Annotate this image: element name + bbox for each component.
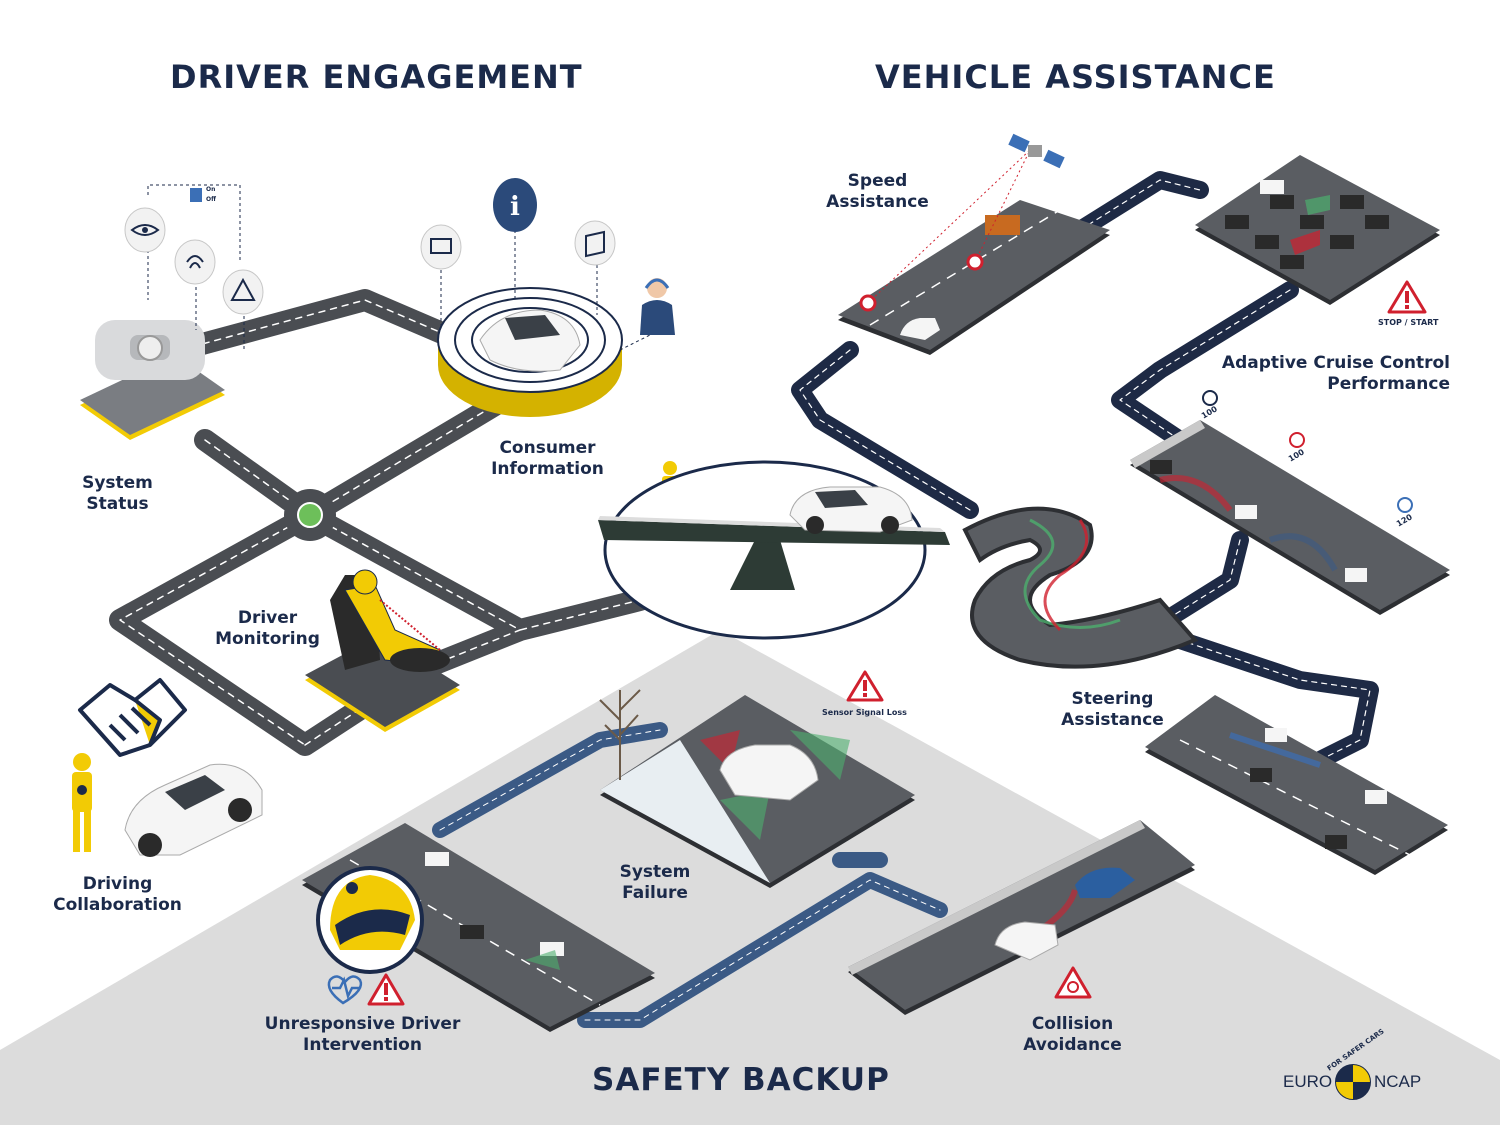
label-sensor-signal-loss: Sensor Signal Loss xyxy=(822,708,907,717)
car-driving-collaboration xyxy=(124,763,263,857)
heading-safety-backup: SAFETY BACKUP xyxy=(592,1062,890,1098)
eye-icon xyxy=(124,207,166,253)
driver-monitoring-platform xyxy=(305,569,460,732)
steering-highway xyxy=(1145,695,1448,875)
warning-icon xyxy=(222,269,264,315)
svg-text:i: i xyxy=(510,192,520,222)
heading-vehicle-assistance: VEHICLE ASSISTANCE xyxy=(875,58,1276,96)
label-toggle-off: Off xyxy=(206,196,216,203)
sensor-loss-warning-icon xyxy=(846,670,884,702)
handshake-icon xyxy=(78,678,187,757)
consumer-information-track xyxy=(437,287,623,417)
vehicle-assistance-roads xyxy=(791,171,1379,769)
balance-scale-icon xyxy=(598,460,950,640)
logo-text-ncap: NCAP xyxy=(1374,1072,1422,1091)
collision-avoidance-road xyxy=(848,820,1195,1015)
crash-dummy-collaboration xyxy=(72,753,92,852)
heart-monitor-icon xyxy=(327,975,363,1005)
info-icon: i xyxy=(493,178,537,300)
book-icon xyxy=(574,220,616,315)
safety-backup-roads xyxy=(432,722,948,1028)
steering-assistance-curve xyxy=(962,506,1199,669)
crash-dummy-icon xyxy=(316,866,424,974)
operator-icon xyxy=(619,278,675,351)
heading-driver-engagement: DRIVER ENGAGEMENT xyxy=(170,58,583,96)
system-status-icons xyxy=(147,184,245,350)
driver-engagement-roads xyxy=(109,289,651,756)
speed-assistance-road xyxy=(838,149,1110,355)
monitor-icon xyxy=(420,224,462,325)
satellite-icon xyxy=(1008,133,1065,169)
speedometer-icon xyxy=(1202,390,1413,513)
toggle-icon xyxy=(190,188,202,202)
label-toggle-on: On xyxy=(206,186,216,193)
euro-ncap-logo xyxy=(1335,1064,1371,1100)
unresponsive-warning-icon xyxy=(367,973,405,1006)
collision-warning-icon xyxy=(1054,966,1092,999)
acc-traffic-block xyxy=(1195,155,1440,305)
label-stop-start: STOP / START xyxy=(1378,318,1439,327)
stop-start-warning-icon xyxy=(1387,280,1427,314)
system-status-platform xyxy=(80,320,225,440)
acc-highway xyxy=(1130,420,1450,615)
system-failure-platform xyxy=(600,695,915,888)
tree-icon xyxy=(599,689,641,780)
logo-text-euro: EURO xyxy=(1283,1072,1333,1091)
fingerprint-icon xyxy=(174,239,216,285)
